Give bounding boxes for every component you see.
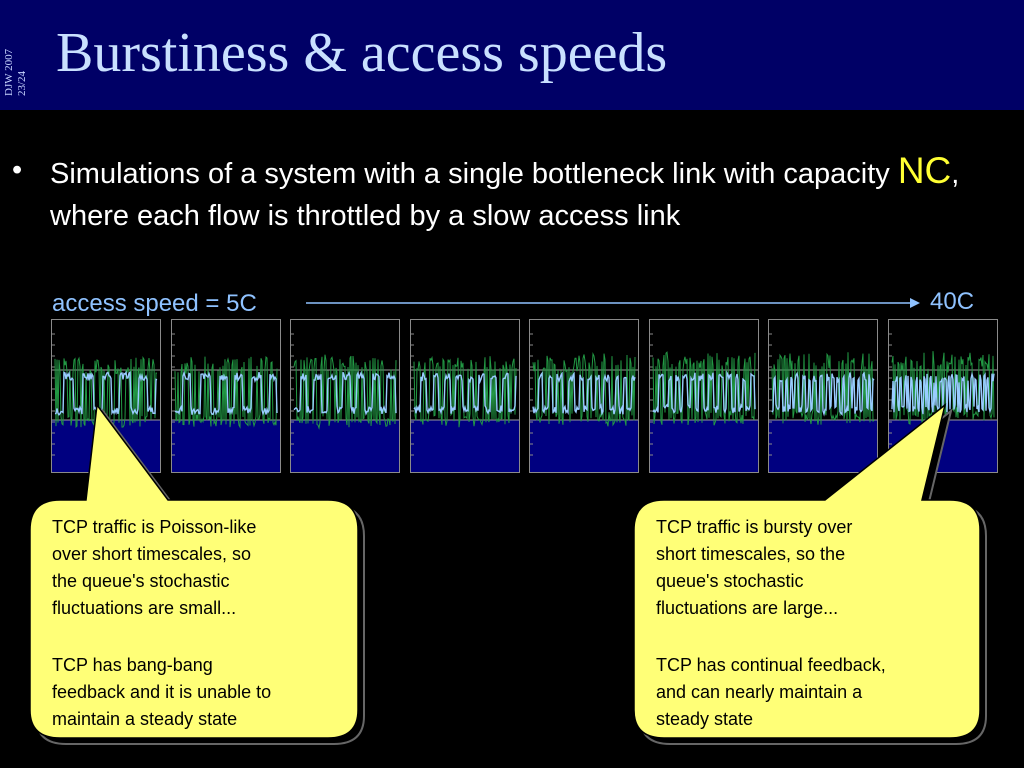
left-callout-para-2: TCP has bang-bang feedback and it is una… <box>52 655 272 729</box>
slide-footer-label: DJW 2007 23/24 <box>3 10 31 96</box>
author-year-label: DJW 2007 <box>3 48 15 96</box>
queue-plot-svg <box>530 333 638 472</box>
queue-plot <box>410 319 520 473</box>
queue-trace <box>532 371 636 416</box>
plot-baseline-fill <box>530 420 638 472</box>
access-speed-end-label: 40C <box>930 288 975 315</box>
queue-plot-svg <box>411 333 519 472</box>
queue-plot-svg <box>650 333 758 472</box>
queue-plot-svg <box>172 333 280 472</box>
queue-plot <box>51 319 161 473</box>
plot-baseline-fill <box>650 420 758 472</box>
access-speed-arrow <box>306 298 920 308</box>
title-bar <box>0 0 1024 110</box>
plot-baseline-fill <box>291 420 399 472</box>
rate-trace <box>532 351 636 427</box>
left-callout-para-1: TCP traffic is Poisson-like over short t… <box>52 517 257 618</box>
right-callout-para-1: TCP traffic is bursty over short timesca… <box>656 517 853 618</box>
plot-baseline-fill <box>411 420 519 472</box>
queue-plot <box>171 319 281 473</box>
queue-plot <box>290 319 400 473</box>
plot-baseline-fill <box>889 420 997 472</box>
bullet-text: Simulations of a system with a single bo… <box>50 150 1015 237</box>
queue-plot <box>649 319 759 473</box>
rate-trace <box>413 355 517 428</box>
plot-baseline-fill <box>52 420 160 472</box>
plot-baseline-fill <box>172 420 280 472</box>
bullet-marker: • <box>12 154 23 186</box>
access-speed-start-label: access speed = 5C <box>52 290 257 317</box>
queue-trace <box>413 372 517 416</box>
queue-plot-svg <box>889 333 997 472</box>
capacity-highlight: NC <box>897 150 952 191</box>
queue-trace <box>771 371 875 417</box>
queue-plot <box>888 319 998 473</box>
rate-trace <box>54 356 158 429</box>
queue-plot-svg <box>52 333 160 472</box>
queue-trace <box>54 370 158 416</box>
bullet-text-end: , where each flow is throttled by a slow… <box>50 158 960 232</box>
queue-plot-svg <box>291 333 399 472</box>
right-callout-para-2: TCP has continual feedback, and can near… <box>656 655 886 729</box>
slide-number-label: 23/24 <box>16 70 28 96</box>
rate-trace <box>293 354 397 430</box>
queue-plot <box>768 319 878 473</box>
arrow-head <box>910 298 920 308</box>
slide-title: Burstiness & access speeds <box>56 22 668 84</box>
bullet-text-start: Simulations of a system with a single bo… <box>50 158 898 190</box>
rate-trace <box>652 351 756 426</box>
plot-baseline-fill <box>769 420 877 472</box>
queue-plot-svg <box>769 333 877 472</box>
queue-plot <box>529 319 639 473</box>
